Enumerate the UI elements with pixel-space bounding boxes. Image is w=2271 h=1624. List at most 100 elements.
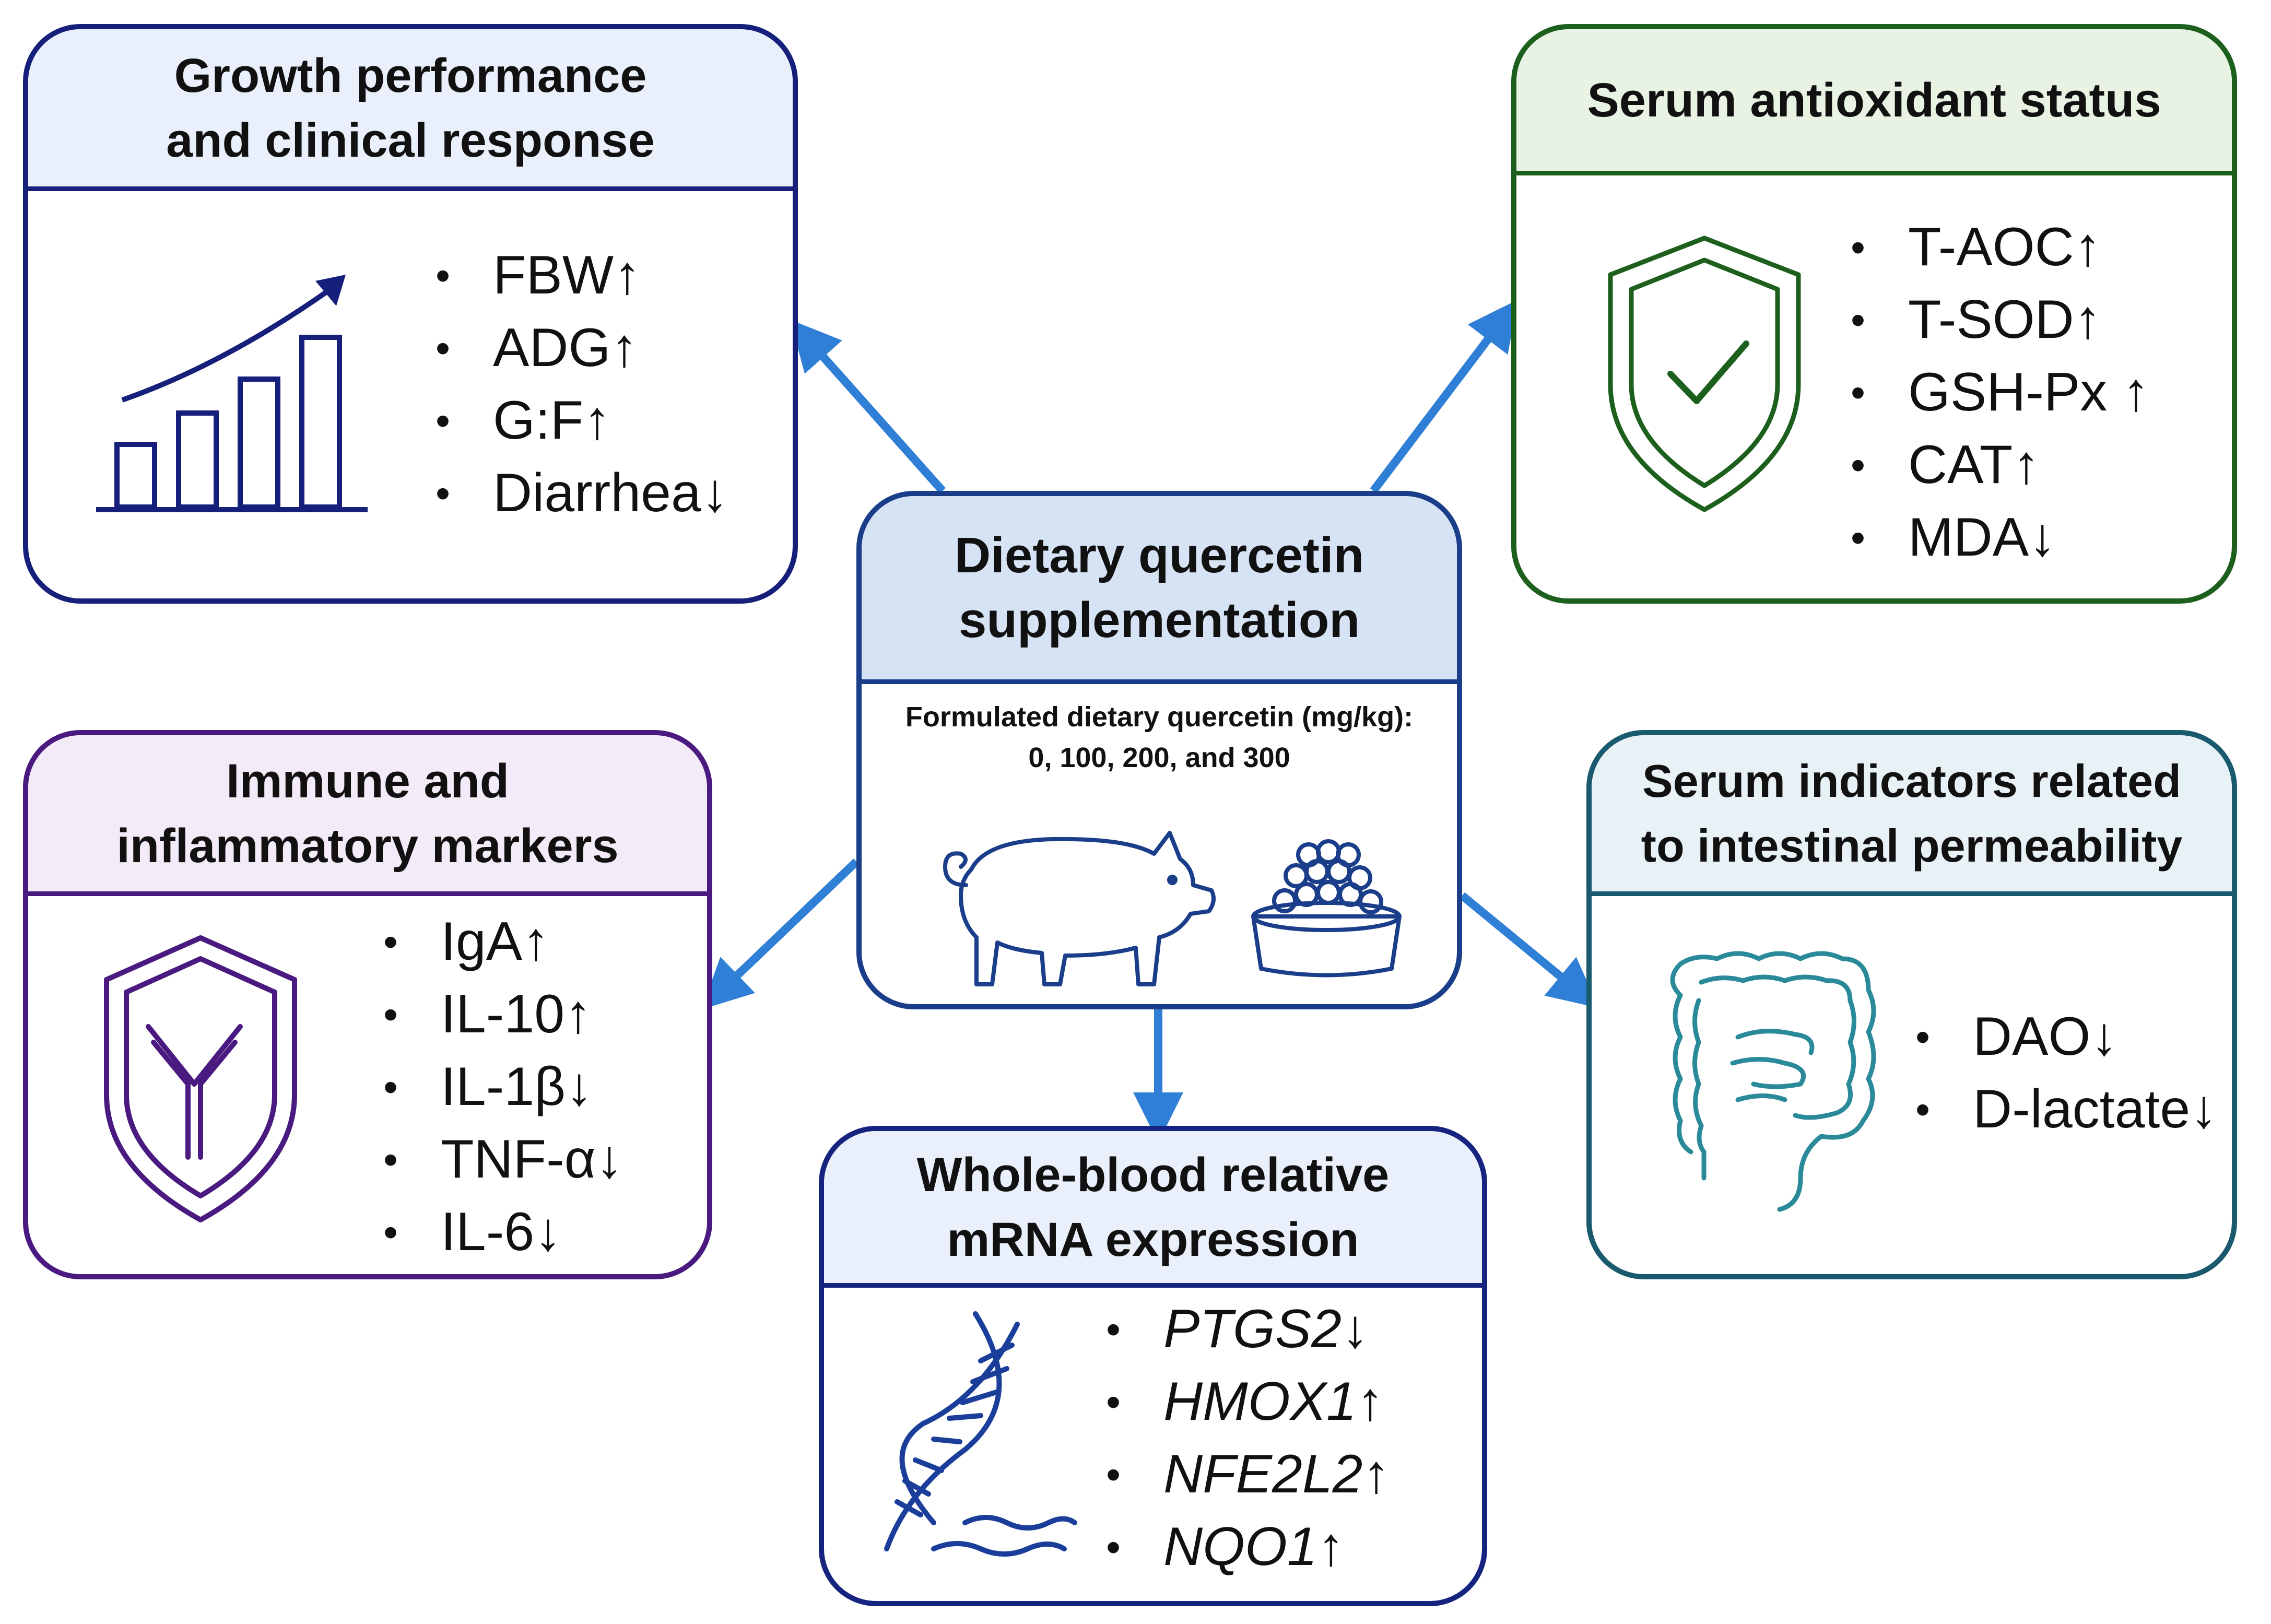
intestine-icon bbox=[1670, 951, 1876, 1212]
feed-bowl-icon bbox=[1251, 839, 1402, 978]
arrow-to-antioxidant bbox=[1370, 299, 1518, 493]
direction-arrow: ↑ bbox=[614, 245, 641, 305]
direction-arrow: ↓ bbox=[595, 1129, 623, 1190]
intestine-list: •DAO↓ •D-lactate↓ bbox=[1915, 1001, 2217, 1146]
item-label: TNF-α bbox=[441, 1129, 596, 1190]
direction-arrow: ↑ bbox=[2074, 289, 2101, 350]
item-label: IL-10 bbox=[441, 984, 565, 1044]
list-item: •GSH-Px ↑ bbox=[1851, 362, 2150, 422]
list-item: •IgA↑ bbox=[383, 911, 550, 972]
direction-arrow: ↓ bbox=[2029, 507, 2056, 568]
center-box-title: Dietary quercetin supplementation bbox=[862, 496, 1457, 684]
direction-arrow: ↓ bbox=[1342, 1299, 1369, 1359]
mrna-box-title: Whole-blood relative mRNA expression bbox=[824, 1131, 1482, 1288]
item-label: Diarrhea bbox=[493, 463, 701, 523]
list-item: •IL-6↓ bbox=[383, 1202, 562, 1262]
intestine-title-line: to intestinal permeability bbox=[1641, 819, 2183, 872]
item-label: DAO bbox=[1973, 1006, 2091, 1067]
direction-arrow: ↓ bbox=[566, 1056, 593, 1117]
arrow-to-intestine bbox=[1459, 892, 1599, 1008]
item-label: GSH-Px bbox=[1908, 362, 2123, 422]
shield-antibody-icon bbox=[104, 935, 297, 1222]
growth-list: •FBW↑ •ADG↑ •G:F↑ •Diarrhea↓ bbox=[436, 239, 728, 529]
growth-title-line: and clinical response bbox=[166, 113, 655, 167]
direction-arrow: ↑ bbox=[522, 911, 550, 972]
pig-icon bbox=[943, 831, 1216, 986]
direction-arrow: ↑ bbox=[610, 317, 638, 378]
list-item: •Diarrhea↓ bbox=[436, 463, 728, 523]
growth-box-title: Growth performance and clinical response bbox=[28, 29, 793, 191]
antioxidant-box-title: Serum antioxidant status bbox=[1516, 29, 2232, 175]
list-item: •IL-10↑ bbox=[383, 984, 592, 1044]
list-item: •NQO1↑ bbox=[1106, 1516, 1345, 1577]
item-label: ADG bbox=[493, 317, 611, 378]
arrow-to-growth bbox=[790, 320, 946, 494]
item-label: IL-1β bbox=[441, 1056, 566, 1117]
growth-title-line: Growth performance bbox=[174, 49, 647, 102]
item-label: FBW bbox=[493, 245, 614, 305]
immune-list: •IgA↑ •IL-10↑ •IL-1β↓ •TNF-α↓ •IL-6↓ bbox=[383, 905, 623, 1268]
immune-title-line: inflammatory markers bbox=[116, 819, 619, 873]
dose-line-1: Formulated dietary quercetin (mg/kg): bbox=[905, 701, 1414, 733]
direction-arrow: ↓ bbox=[2190, 1079, 2218, 1139]
dna-icon bbox=[884, 1311, 1077, 1557]
item-label: NQO1 bbox=[1163, 1516, 1317, 1577]
antioxidant-title-line: Serum antioxidant status bbox=[1587, 73, 2161, 127]
item-label: G:F bbox=[493, 390, 584, 451]
list-item: •ADG↑ bbox=[436, 317, 638, 378]
dose-description: Formulated dietary quercetin (mg/kg): 0,… bbox=[862, 684, 1457, 778]
direction-arrow: ↑ bbox=[1362, 1444, 1390, 1504]
direction-arrow: ↑ bbox=[1356, 1371, 1384, 1432]
bar-chart-growth-icon bbox=[96, 275, 368, 512]
item-label: CAT bbox=[1908, 434, 2013, 495]
arrow-to-immune bbox=[701, 858, 860, 1010]
list-item: •DAO↓ bbox=[1915, 1006, 2118, 1067]
antioxidant-status-box: Serum antioxidant status •T-AOC↑ •T-SOD↑… bbox=[1511, 24, 2237, 604]
list-item: •FBW↑ bbox=[436, 245, 641, 305]
center-title-line: Dietary quercetin bbox=[954, 527, 1364, 583]
item-label: NFE2L2 bbox=[1163, 1444, 1363, 1504]
item-label: T-SOD bbox=[1908, 289, 2074, 350]
immune-box-title: Immune and inflammatory markers bbox=[28, 735, 707, 896]
immune-title-line: Immune and bbox=[226, 754, 509, 808]
item-label: IL-6 bbox=[441, 1202, 535, 1262]
list-item: •G:F↑ bbox=[436, 390, 611, 451]
direction-arrow: ↑ bbox=[2074, 217, 2101, 277]
list-item: •TNF-α↓ bbox=[383, 1129, 623, 1190]
antioxidant-list: •T-AOC↑ •T-SOD↑ •GSH-Px ↑ •CAT↑ •MDA↓ bbox=[1851, 211, 2149, 574]
mrna-title-line: mRNA expression bbox=[947, 1213, 1359, 1266]
list-item: •IL-1β↓ bbox=[383, 1056, 593, 1117]
mrna-list: •PTGS2↓ •HMOX1↑ •NFE2L2↑ •NQO1↑ bbox=[1106, 1293, 1390, 1583]
list-item: •CAT↑ bbox=[1851, 434, 2040, 495]
intestine-box-title: Serum indicators related to intestinal p… bbox=[1592, 735, 2232, 896]
item-label: PTGS2 bbox=[1163, 1299, 1342, 1359]
direction-arrow: ↑ bbox=[564, 984, 592, 1044]
list-item: •MDA↓ bbox=[1851, 507, 2056, 568]
item-label: MDA bbox=[1908, 507, 2029, 568]
item-label: T-AOC bbox=[1908, 217, 2074, 277]
intestinal-permeability-box: Serum indicators related to intestinal p… bbox=[1586, 730, 2237, 1279]
list-item: •PTGS2↓ bbox=[1106, 1299, 1369, 1359]
mrna-expression-box: Whole-blood relative mRNA expression •PT… bbox=[819, 1126, 1487, 1606]
list-item: •NFE2L2↑ bbox=[1106, 1444, 1390, 1504]
direction-arrow: ↑ bbox=[2013, 434, 2040, 495]
list-item: •T-AOC↑ bbox=[1851, 217, 2101, 277]
shield-check-icon bbox=[1608, 236, 1801, 512]
item-label: HMOX1 bbox=[1163, 1371, 1357, 1432]
direction-arrow: ↓ bbox=[701, 463, 728, 523]
growth-performance-box: Growth performance and clinical response… bbox=[23, 24, 798, 604]
list-item: •T-SOD↑ bbox=[1851, 289, 2101, 350]
item-label: IgA bbox=[441, 911, 523, 972]
direction-arrow: ↑ bbox=[2122, 362, 2150, 422]
direction-arrow: ↓ bbox=[534, 1202, 562, 1262]
direction-arrow: ↓ bbox=[2090, 1006, 2118, 1067]
mrna-title-line: Whole-blood relative bbox=[916, 1148, 1390, 1202]
intestine-title-line: Serum indicators related bbox=[1642, 755, 2181, 807]
immune-markers-box: Immune and inflammatory markers •IgA↑ •I… bbox=[23, 730, 712, 1279]
direction-arrow: ↑ bbox=[1317, 1516, 1345, 1577]
item-label: D-lactate bbox=[1973, 1079, 2191, 1139]
direction-arrow: ↑ bbox=[583, 390, 611, 451]
dietary-quercetin-box: Dietary quercetin supplementation Formul… bbox=[856, 491, 1462, 1009]
list-item: •HMOX1↑ bbox=[1106, 1371, 1384, 1432]
